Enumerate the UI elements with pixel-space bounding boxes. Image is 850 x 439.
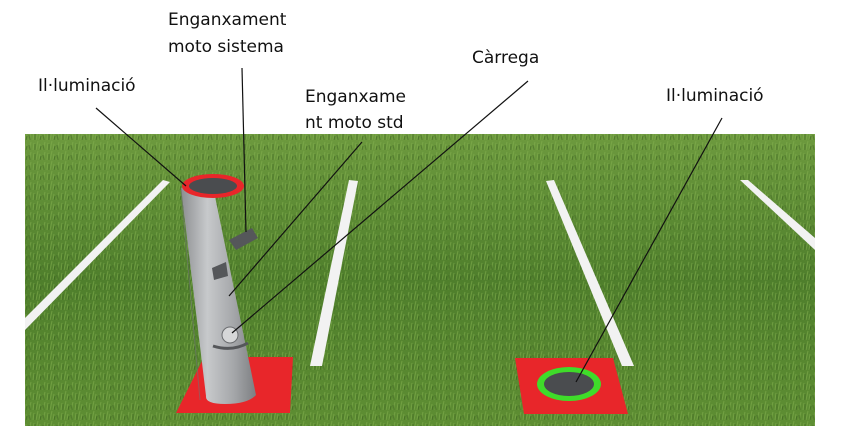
hook-system-slot — [229, 228, 258, 250]
label-hook-system-line1: Enganxament — [168, 10, 287, 30]
lane-line-right — [546, 180, 634, 366]
lane-lines — [25, 180, 815, 366]
pole-tube — [180, 174, 258, 404]
leader-hook-std — [228, 141, 363, 297]
callout-labels: Il·luminació Enganxament moto sistema En… — [38, 10, 764, 133]
lane-line-far-left — [25, 180, 170, 330]
leader-illumination-left — [95, 107, 187, 187]
grass-field — [25, 134, 815, 426]
label-illumination-left: Il·luminació — [38, 76, 136, 96]
label-illumination-right: Il·luminació — [666, 86, 764, 106]
lane-line-left — [310, 180, 358, 366]
hook-std-slot — [212, 262, 228, 280]
leader-illumination-right — [575, 117, 723, 383]
label-hook-std-line1: Enganxame — [305, 87, 406, 107]
right-pad — [515, 358, 628, 414]
right-hole — [544, 372, 594, 396]
leader-lines — [95, 67, 723, 383]
label-hook-system-line2: moto sistema — [168, 37, 284, 57]
top-hole — [189, 178, 237, 194]
lane-line-far-right — [740, 180, 815, 250]
leader-hook-system — [241, 67, 247, 233]
leader-charge — [231, 80, 529, 334]
label-charge: Càrrega — [472, 48, 539, 68]
label-hook-std-line2: nt moto std — [305, 113, 404, 133]
